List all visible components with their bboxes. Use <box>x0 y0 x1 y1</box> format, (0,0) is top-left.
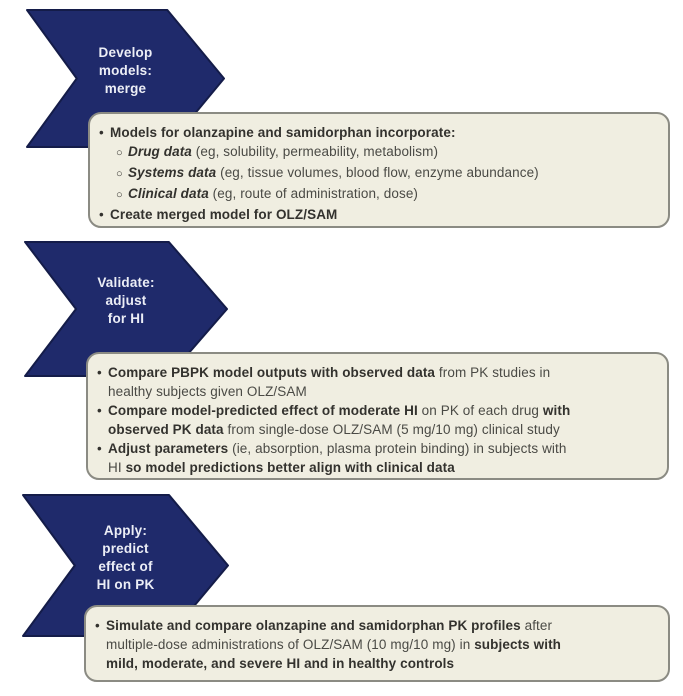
bullet-line: ○ Drug data (eg, solubility, permeability… <box>99 142 656 163</box>
text-segment: Drug data <box>128 144 192 159</box>
text-segment: so model predictions better align with c… <box>125 460 455 475</box>
chevron-arrow-validate: Validate: adjust for HI <box>24 241 228 377</box>
bullet-line: healthy subjects given OLZ/SAM <box>97 382 655 401</box>
step-details-box: • Compare PBPK model outputs with observe… <box>86 352 669 480</box>
text-segment: Compare PBPK model outputs with observed… <box>108 365 436 380</box>
bullet-line: observed PK data from single-dose OLZ/SA… <box>97 420 655 439</box>
text-segment: multiple-dose administrations of OLZ/SAM… <box>106 637 475 652</box>
text-segment: observed PK data <box>108 422 224 437</box>
arrow-step-label: Develop models: merge <box>26 1 225 140</box>
dot-bullet-icon: • <box>97 403 102 418</box>
circle-bullet-icon: ○ <box>116 147 123 159</box>
chevron-arrow-apply: Apply: predict effect of HI on PK <box>22 494 229 637</box>
bullet-line: • Compare PBPK model outputs with observe… <box>97 363 655 382</box>
text-segment: mild, moderate, and severe HI and in hea… <box>106 656 455 671</box>
arrow-label-line: predict <box>102 540 149 556</box>
text-segment: (ie, absorption, plasma protein binding)… <box>228 441 567 456</box>
step-details-box: • Models for olanzapine and samidorphan i… <box>88 112 670 228</box>
text-segment: after <box>520 618 553 633</box>
step-details-box: • Simulate and compare olanzapine and sam… <box>84 605 670 682</box>
bullet-line: HI so model predictions better align wit… <box>97 458 655 477</box>
bullet-line: • Create merged model for OLZ/SAM <box>99 205 656 224</box>
arrow-label-line: effect of <box>98 558 153 574</box>
arrow-label-line: for HI <box>107 311 145 326</box>
text-segment: with <box>542 403 571 418</box>
text-segment: Simulate and compare olanzapine and sami… <box>106 618 521 633</box>
arrow-label-line: Apply: <box>103 522 148 538</box>
text-segment: on PK of each drug <box>417 403 543 418</box>
bullet-line: ○ Clinical data (eg, route of administrat… <box>99 184 656 205</box>
text-segment: (eg, route of administration, dose) <box>208 186 419 201</box>
text-segment: Systems data <box>128 165 217 180</box>
arrow-step-label: Validate: adjust for HI <box>24 233 228 369</box>
circle-bullet-icon: ○ <box>116 168 123 180</box>
text-segment: Models for olanzapine and samidorphan in… <box>110 125 456 140</box>
text-segment: (eg, solubility, permeability, metabolis… <box>191 144 439 159</box>
text-segment: from single-dose OLZ/SAM (5 mg/10 mg) cl… <box>223 422 560 437</box>
text-segment: from PK studies in <box>435 365 551 380</box>
bullet-line: • Models for olanzapine and samidorphan i… <box>99 123 656 142</box>
circle-bullet-icon: ○ <box>116 189 123 201</box>
text-segment: Create merged model for OLZ/SAM <box>110 207 338 222</box>
arrow-label-line: models: <box>98 62 153 78</box>
text-segment: Compare model-predicted effect of modera… <box>108 403 418 418</box>
arrow-label-line: merge <box>104 80 147 96</box>
dot-bullet-icon: • <box>97 441 102 456</box>
bullet-line: multiple-dose administrations of OLZ/SAM… <box>95 635 656 654</box>
bullet-line: • Adjust parameters (ie, absorption, plas… <box>97 439 655 458</box>
arrow-label-line: adjust <box>105 293 147 308</box>
arrow-label-line: Validate: <box>97 275 155 290</box>
dot-bullet-icon: • <box>97 365 102 380</box>
text-segment: (eg, tissue volumes, blood flow, enzyme … <box>216 165 539 180</box>
text-segment: subjects with <box>474 637 562 652</box>
dot-bullet-icon: • <box>99 207 104 222</box>
text-segment: Clinical data <box>128 186 209 201</box>
bullet-line: • Simulate and compare olanzapine and sam… <box>95 616 656 635</box>
arrow-label-line: Develop <box>98 44 153 60</box>
dot-bullet-icon: • <box>99 125 104 140</box>
bullet-line: ○ Systems data (eg, tissue volumes, blood… <box>99 163 656 184</box>
arrow-label-line: HI on PK <box>96 576 155 592</box>
text-segment: Adjust parameters <box>108 441 229 456</box>
text-segment: HI <box>108 460 126 475</box>
arrow-step-label: Apply: predict effect of HI on PK <box>22 486 229 629</box>
text-segment: healthy subjects given OLZ/SAM <box>108 384 307 399</box>
bullet-line: mild, moderate, and severe HI and in hea… <box>95 654 656 673</box>
bullet-line: • Compare model-predicted effect of moder… <box>97 401 655 420</box>
dot-bullet-icon: • <box>95 618 100 633</box>
